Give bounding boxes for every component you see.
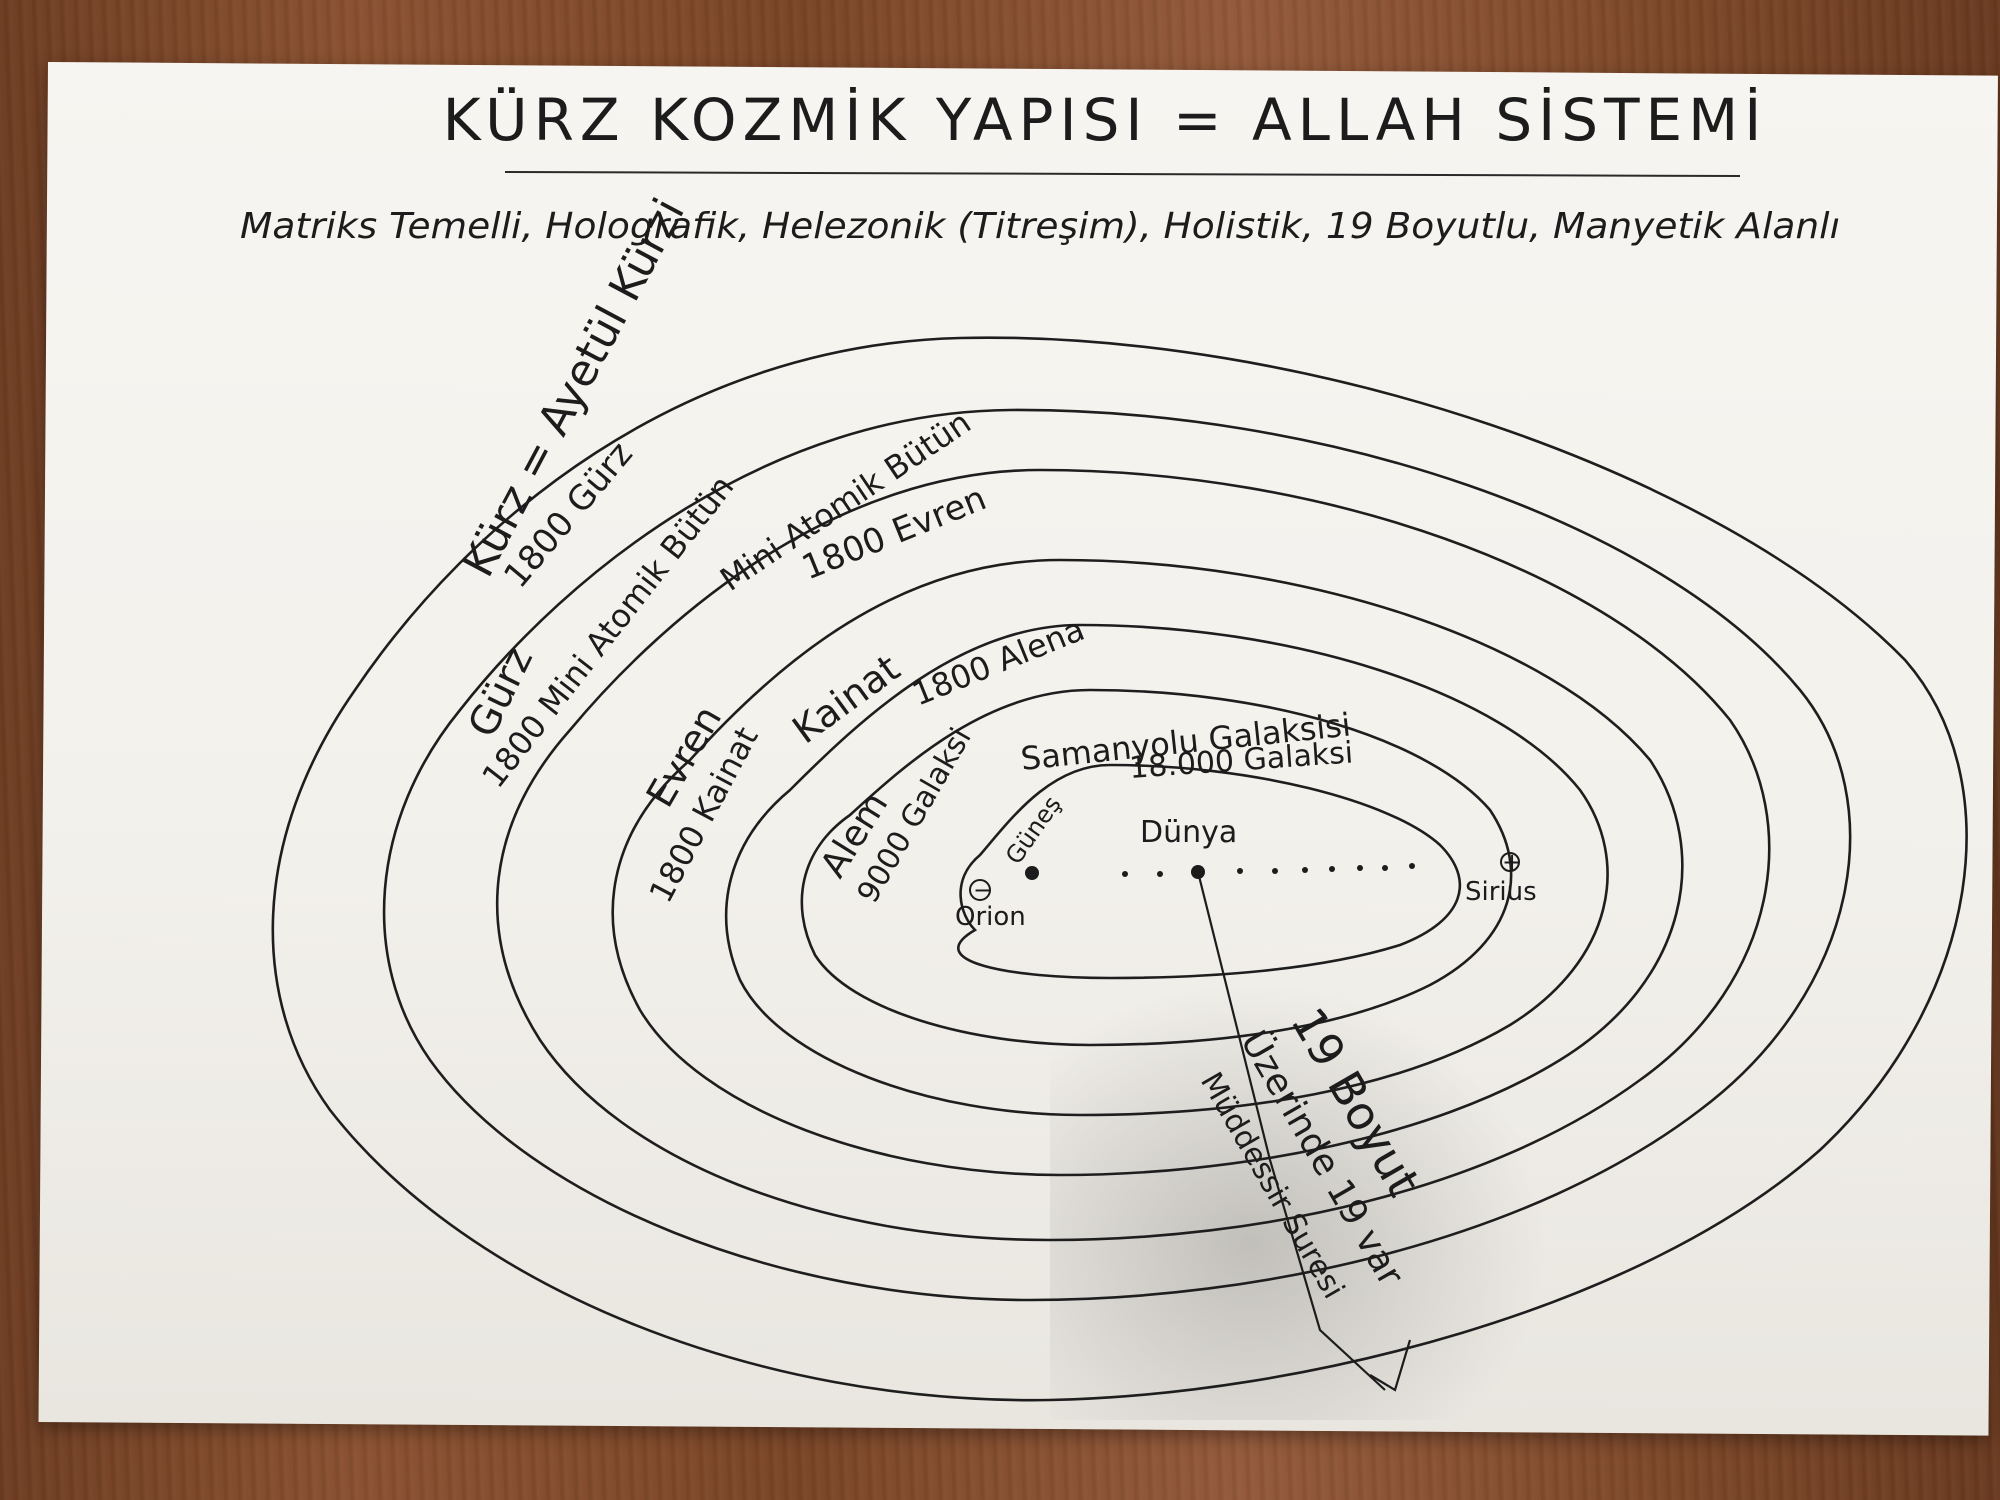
ring-samanyolu <box>957 763 1462 980</box>
star-dot <box>1357 865 1363 871</box>
ring-sublabel-kainat: 1800 Alena <box>907 610 1090 713</box>
label-dunya: Dünya <box>1140 815 1237 850</box>
sirius-plus-circle <box>1500 852 1520 872</box>
page-title: KÜRZ KOZMİK YAPISI = ALLAH SİSTEMİ <box>443 86 1768 154</box>
annotation-bracket <box>1369 1339 1412 1392</box>
concentric-rings <box>271 336 1968 1402</box>
hand-shadow <box>1050 980 1550 1420</box>
ring-alem <box>800 688 1513 1047</box>
label-sirius: Sirius <box>1465 877 1537 907</box>
star-dot <box>1329 866 1335 872</box>
star-dot <box>1382 865 1388 871</box>
subtitle: Matriks Temelli, Holografik, Helezonik (… <box>240 206 1840 247</box>
dunya-connector-line <box>1196 871 1386 1391</box>
star-dot <box>1237 868 1243 874</box>
ring-mini-atomik <box>495 468 1771 1242</box>
ring-evren <box>611 558 1684 1177</box>
ring-kainat <box>724 623 1609 1117</box>
orion-minus-circle <box>969 879 991 901</box>
star-dot <box>1122 871 1128 877</box>
plus-sign: + <box>1502 848 1522 876</box>
star-dot <box>1302 867 1308 873</box>
label-orion: Orion <box>955 902 1026 932</box>
label-gunes: Güneş <box>1000 791 1067 870</box>
star-dot <box>1157 871 1163 877</box>
ring-kurz <box>271 336 1968 1402</box>
ring-gurz <box>382 408 1852 1302</box>
star-dot <box>1409 863 1415 869</box>
title-underline <box>504 171 1741 177</box>
star-dots <box>1122 863 1415 877</box>
star-dot <box>1272 868 1278 874</box>
gunes-dot <box>1025 866 1039 880</box>
minus-sign: − <box>973 876 993 904</box>
